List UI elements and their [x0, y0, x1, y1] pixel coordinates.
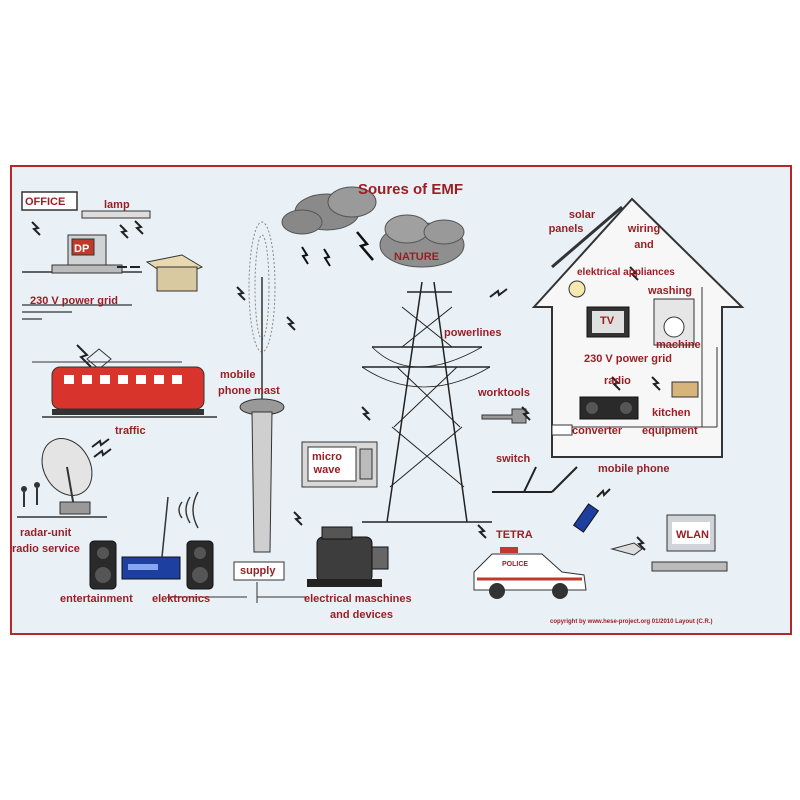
radiation-icon: [302, 247, 308, 264]
radar-label: radar-unit: [20, 527, 71, 539]
solar-label-line1: solar: [562, 209, 602, 221]
switch-label: switch: [496, 453, 530, 465]
lamp-icon: [82, 211, 150, 218]
kitchen-label-line2: equipment: [642, 425, 698, 437]
electrical-machines-label-line2: and devices: [330, 609, 393, 621]
converter-icon: [552, 425, 572, 435]
radio-label: radio: [604, 375, 631, 387]
tv-label: TV: [600, 315, 614, 327]
radiation-icon: [237, 287, 245, 300]
kitchen-equipment-icon: [672, 382, 698, 397]
tetra-label: TETRA: [496, 529, 533, 541]
police-label: POLICE: [502, 561, 528, 568]
person-icon: [21, 486, 27, 492]
electric-motor-scene: [307, 527, 388, 587]
radiation-icon: [120, 225, 128, 238]
person-icon: [34, 482, 40, 488]
diagram-title: Soures of EMF: [358, 181, 463, 198]
appliances-label: elektrical appliances: [577, 267, 675, 279]
powerlines-label: powerlines: [444, 327, 501, 339]
worktools-label: worktools: [478, 387, 530, 399]
supply-label: supply: [240, 565, 275, 577]
microwave-label-line2: wave: [312, 464, 342, 476]
house-power-grid-label: 230 V power grid: [584, 353, 672, 365]
elektronics-label: elektronics: [152, 593, 210, 605]
radiation-icon: [92, 439, 109, 447]
radiation-icon: [77, 345, 91, 367]
house: [534, 199, 742, 457]
radiation-icon: [135, 221, 143, 234]
lightbulb-icon: [569, 281, 585, 297]
mobile-phone-label: mobile phone: [598, 463, 670, 475]
mast-label-line1: mobile: [220, 369, 255, 381]
wlan-label: WLAN: [676, 529, 709, 541]
machine-label: machine: [656, 339, 701, 351]
dp-label: DP: [74, 243, 89, 255]
diagram-illustration: [12, 167, 790, 633]
wiring-label-line2: and: [624, 239, 664, 251]
entertainment-scene: [90, 492, 307, 603]
nature-label: NATURE: [394, 251, 439, 263]
copyright-text: copyright by www.hese-project.org 01/201…: [550, 619, 712, 625]
microwave-label-line1: micro: [312, 451, 342, 463]
train-icon: [52, 367, 204, 409]
worktools-scene: [482, 407, 530, 423]
traffic-label: traffic: [115, 425, 146, 437]
router-icon: [612, 543, 642, 555]
power-pylon: [362, 282, 507, 522]
antenna-icon: [162, 497, 168, 557]
radiation-icon: [94, 449, 111, 457]
radio-wave-icon: [179, 492, 198, 528]
motor-icon: [317, 537, 372, 582]
lightning-icon: [357, 232, 373, 260]
drill-icon: [482, 409, 526, 423]
washing-label: washing: [648, 285, 692, 297]
electrical-machines-label-line1: electrical maschines: [304, 593, 412, 605]
mast-label-line2: phone mast: [218, 385, 280, 397]
radar-scene: [17, 430, 107, 517]
keyboard-icon: [52, 265, 122, 273]
wiring-label-line1: wiring: [624, 223, 664, 235]
converter-label: converter: [572, 425, 622, 437]
office-label: OFFICE: [25, 196, 65, 208]
entertainment-label: entertainment: [60, 593, 133, 605]
radiation-icon: [294, 512, 302, 525]
diagram-frame: Soures of EMF OFFICE lamp DP 230 V power…: [10, 165, 792, 635]
kitchen-label-line1: kitchen: [652, 407, 691, 419]
lamp-label: lamp: [104, 199, 130, 211]
office-power-grid-label: 230 V power grid: [30, 295, 118, 307]
radiation-icon: [32, 222, 40, 235]
wlan-scene: [612, 515, 727, 571]
mobile-phone-icon: [574, 504, 599, 532]
radio-service-label: radio service: [12, 543, 80, 555]
switch-scene: [492, 467, 577, 492]
radiation-icon: [287, 317, 295, 330]
solar-label-line2: panels: [546, 223, 586, 235]
police-car-icon: [474, 554, 586, 590]
radiation-icon: [324, 249, 330, 266]
